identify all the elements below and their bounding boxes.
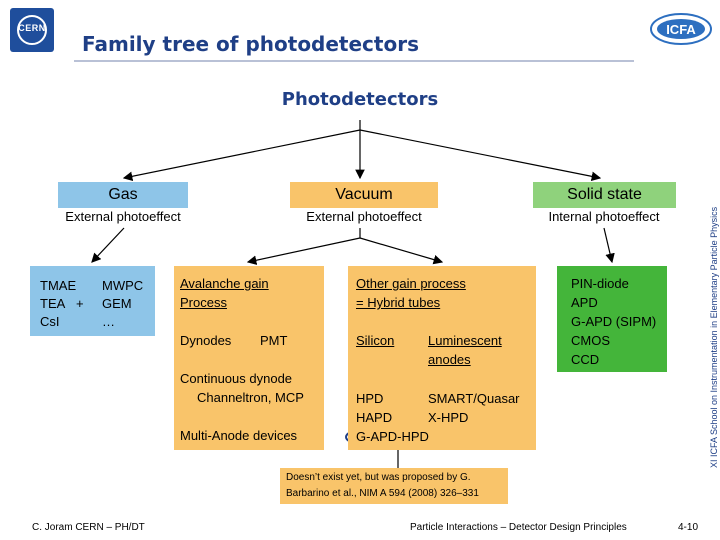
avalanche-gain-panel	[174, 266, 324, 450]
xhpd-label: X-HPD	[428, 410, 469, 425]
footer-course: Particle Interactions – Detector Design …	[410, 522, 627, 533]
category-vacuum: Vacuum	[290, 182, 438, 208]
solid-state-item: CCD	[571, 352, 600, 367]
footnote-line: Barbarino et al., NIM A 594 (2008) 326–3…	[286, 488, 479, 499]
gas-plus-sign: +	[76, 296, 84, 311]
gas-chamber-item: MWPC	[102, 278, 144, 293]
gapd-hpd-label: G-APD-HPD	[356, 429, 429, 444]
solid-state-panel	[557, 266, 667, 372]
avalanche-gain-heading: Avalanche gain	[180, 276, 269, 291]
luminescent-label: Luminescent	[428, 333, 502, 348]
solid-state-item: G-APD (SIPM)	[571, 314, 657, 329]
category-solid-sublabel: Internal photoeffect	[548, 209, 660, 224]
gas-chamber-item: …	[102, 314, 115, 329]
dynodes-label: Dynodes	[180, 333, 232, 348]
solid-state-item: CMOS	[571, 333, 610, 348]
cern-logo-text: CERN	[18, 23, 46, 33]
page-number: 4-10	[678, 522, 699, 533]
smart-quasar-label: SMART/Quasar	[428, 391, 520, 406]
gas-detectors-panel	[30, 266, 155, 336]
continuous-dynode-label: Continuous dynode	[180, 371, 293, 386]
hapd-label: HAPD	[356, 410, 393, 425]
category-gas-sublabel: External photoeffect	[65, 209, 181, 224]
pmt-label: PMT	[260, 333, 288, 348]
silicon-label: Silicon	[356, 333, 395, 348]
hybrid-heading-2: = Hybrid tubes	[356, 295, 441, 310]
gas-item: TEA	[40, 296, 66, 311]
multi-anode-label: Multi-Anode devices	[180, 428, 298, 443]
solid-state-item: PIN-diode	[571, 276, 629, 291]
category-vacuum-sublabel: External photoeffect	[306, 209, 422, 224]
avalanche-gain-heading-2: Process	[180, 295, 227, 310]
category-gas: Gas	[58, 182, 188, 208]
luminescent-label-2: anodes	[428, 352, 471, 367]
gas-item: TMAE	[40, 278, 77, 293]
footer-author: C. Joram CERN – PH/DT	[32, 522, 145, 533]
cern-logo-ring	[17, 15, 47, 45]
icfa-logo: ICFA	[650, 13, 712, 45]
icfa-logo-text: ICFA	[666, 22, 696, 37]
footnote-box: Doesn’t exist yet, but was proposed by G…	[280, 468, 508, 504]
gas-item: CsI	[40, 314, 60, 329]
hybrid-heading: Other gain process	[356, 276, 466, 291]
hpd-label: HPD	[356, 391, 384, 406]
gas-chamber-item: GEM	[102, 296, 132, 311]
page-title: Family tree of photodetectors	[82, 32, 419, 56]
side-banner-text: XI ICFA School on Instrumentation in Ele…	[709, 206, 719, 468]
solid-state-item: APD	[571, 295, 598, 310]
title-divider	[74, 60, 634, 62]
footnote-line: Doesn’t exist yet, but was proposed by G…	[286, 472, 471, 483]
hybrid-tubes-panel	[348, 266, 536, 450]
cern-logo: CERN	[10, 8, 54, 52]
root-node-photodetectors: Photodetectors	[281, 89, 439, 110]
channeltron-label: Channeltron, MCP	[197, 390, 304, 405]
category-solid-state: Solid state	[533, 182, 676, 208]
